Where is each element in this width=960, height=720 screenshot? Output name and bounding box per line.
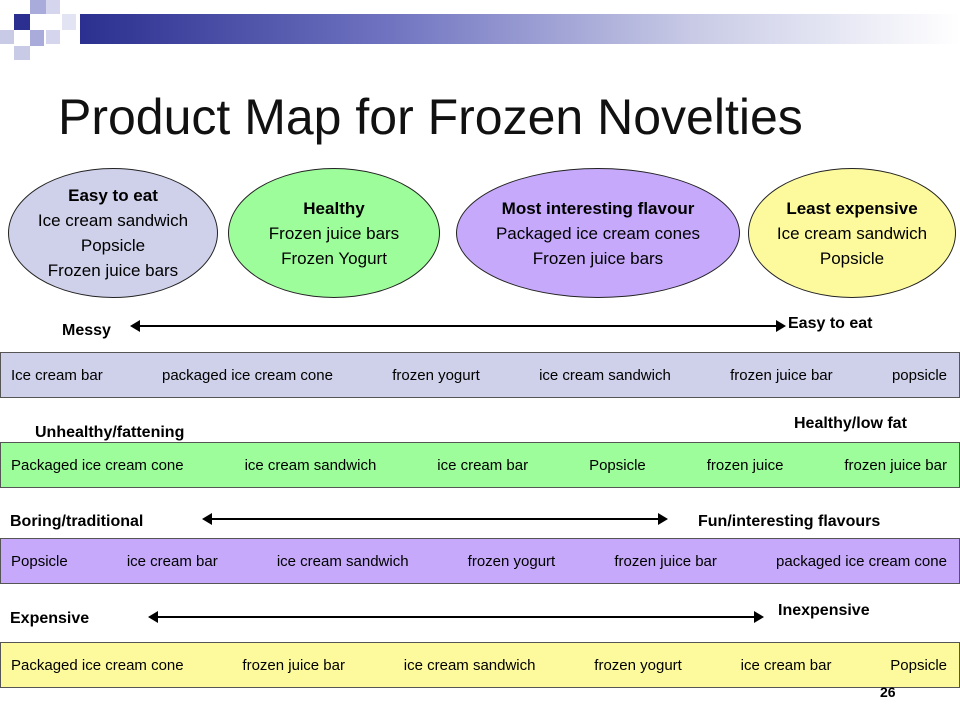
product-item: frozen juice bar xyxy=(614,552,717,570)
corner-square-light xyxy=(30,0,46,14)
product-item: Ice cream bar xyxy=(11,366,103,384)
product-item: ice cream sandwich xyxy=(403,656,536,674)
oval-healthy: Healthy Frozen juice bars Frozen Yogurt xyxy=(228,168,440,298)
product-item: Packaged ice cream cone xyxy=(11,456,184,474)
oval-most-interesting-flavour: Most interesting flavour Packaged ice cr… xyxy=(456,168,740,298)
corner-square-light xyxy=(46,30,60,44)
product-item: frozen juice bar xyxy=(730,366,833,384)
corner-square-light xyxy=(30,30,44,46)
header-gradient-bar xyxy=(80,14,960,44)
corner-square-dark xyxy=(14,14,30,30)
product-map-bar: Popsicle ice cream bar ice cream sandwic… xyxy=(0,538,960,584)
oval-item: Popsicle xyxy=(819,248,885,268)
axis-right-label: Healthy/low fat xyxy=(794,415,907,432)
page-number: 26 xyxy=(880,684,896,700)
product-item: frozen yogurt xyxy=(594,656,682,674)
axis-left-label: Expensive xyxy=(10,610,90,627)
oval-item: Frozen juice bars xyxy=(532,248,664,268)
product-item: ice cream bar xyxy=(126,552,218,570)
axis-left-label: Unhealthy/fattening xyxy=(35,424,185,441)
axis-right-label: Inexpensive xyxy=(778,602,870,619)
oval-item: Frozen Yogurt xyxy=(281,248,387,268)
axis-right-label: Fun/interesting flavours xyxy=(698,513,881,530)
product-item: Popsicle xyxy=(11,552,68,570)
product-item: ice cream sandwich xyxy=(539,366,671,384)
slide-title: Product Map for Frozen Novelties xyxy=(58,89,803,145)
oval-easy-to-eat: Easy to eat Ice cream sandwich Popsicle … xyxy=(8,168,218,298)
oval-heading: Easy to eat xyxy=(68,186,158,205)
double-arrow xyxy=(148,611,764,623)
product-item: ice cream bar xyxy=(437,456,529,474)
axis-left-label: Messy xyxy=(62,322,111,339)
product-item: packaged ice cream cone xyxy=(162,366,333,384)
oval-item: Frozen juice bars xyxy=(47,261,179,280)
product-item: popsicle xyxy=(891,366,947,384)
product-item: frozen yogurt xyxy=(392,366,480,384)
product-item: packaged ice cream cone xyxy=(776,552,947,570)
product-item: frozen juice xyxy=(706,456,784,474)
oval-item: Popsicle xyxy=(80,236,146,255)
corner-square-light xyxy=(62,14,76,30)
product-map-bar: Ice cream bar packaged ice cream cone fr… xyxy=(0,352,960,398)
corner-square-light xyxy=(46,0,60,14)
product-map-bar: Packaged ice cream cone ice cream sandwi… xyxy=(0,442,960,488)
product-item: Popsicle xyxy=(589,456,646,474)
axis-left-label: Boring/traditional xyxy=(10,513,144,530)
product-item: ice cream bar xyxy=(740,656,832,674)
oval-item: Frozen juice bars xyxy=(268,223,400,243)
corner-square-light xyxy=(14,46,30,60)
oval-least-expensive: Least expensive Ice cream sandwich Popsi… xyxy=(748,168,956,298)
oval-heading: Healthy xyxy=(303,198,365,218)
oval-item: Packaged ice cream cones xyxy=(495,223,701,243)
product-item: ice cream sandwich xyxy=(276,552,409,570)
oval-item: Ice cream sandwich xyxy=(37,211,189,230)
product-item: Popsicle xyxy=(890,656,947,674)
product-item: frozen juice bar xyxy=(242,656,345,674)
double-arrow xyxy=(130,320,786,332)
product-map-bar: Packaged ice cream cone frozen juice bar… xyxy=(0,642,960,688)
product-item: ice cream sandwich xyxy=(244,456,377,474)
product-item: frozen juice bar xyxy=(844,456,947,474)
double-arrow xyxy=(202,513,668,525)
oval-heading: Most interesting flavour xyxy=(501,198,695,218)
product-item: frozen yogurt xyxy=(467,552,556,570)
oval-heading: Least expensive xyxy=(786,198,918,218)
corner-square-light xyxy=(0,30,14,44)
oval-item: Ice cream sandwich xyxy=(776,223,928,243)
product-item: Packaged ice cream cone xyxy=(11,656,184,674)
axis-right-label: Easy to eat xyxy=(788,315,873,332)
